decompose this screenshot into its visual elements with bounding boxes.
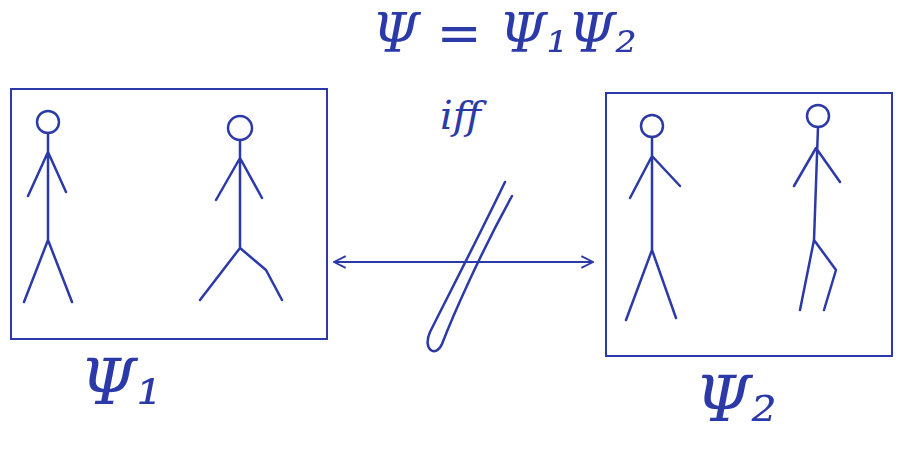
stick-figure — [200, 116, 282, 300]
equation-label: Ψ = Ψ₁Ψ₂ — [372, 2, 637, 65]
state-label: Ψ₁ — [80, 344, 162, 421]
stick-figure — [626, 115, 680, 320]
negation-slash — [428, 182, 512, 351]
group-box: Ψ₁ — [10, 88, 328, 421]
box-outline — [605, 92, 893, 357]
state-label: Ψ₂ — [695, 361, 777, 438]
stick-figure — [794, 105, 840, 310]
condition-label: iff — [440, 92, 481, 138]
stick-figure — [24, 111, 72, 302]
equivalence-arrow — [334, 261, 593, 263]
box-outline — [10, 88, 328, 340]
group-box: Ψ₂ — [605, 92, 893, 438]
